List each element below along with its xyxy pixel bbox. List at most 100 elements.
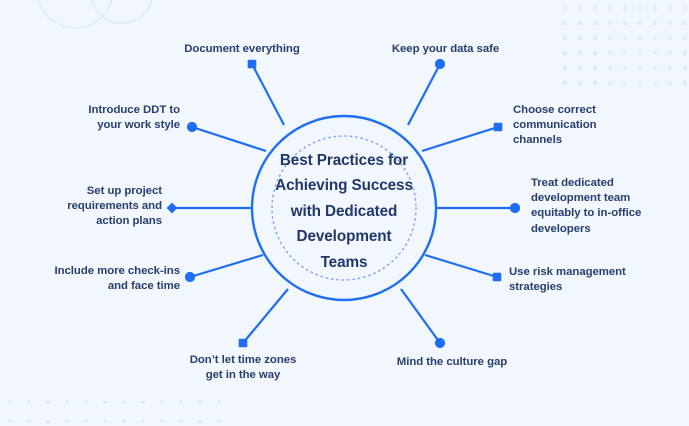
decorative-dot	[46, 419, 50, 423]
spoke-marker-document-everything	[247, 59, 257, 69]
decorative-circles	[37, 0, 153, 29]
decorative-dot	[667, 35, 673, 41]
decorative-dot	[103, 419, 107, 423]
spoke-line-use-risk-management	[424, 253, 498, 279]
decorative-dot	[217, 419, 221, 423]
decorative-dot	[577, 5, 583, 11]
spoke-endpoint-markers	[166, 58, 521, 349]
decorative-dot	[46, 400, 50, 404]
decorative-dot	[682, 35, 688, 41]
spoke-line-document-everything	[251, 63, 285, 126]
decorative-dot	[141, 419, 145, 423]
decorative-dot	[103, 400, 107, 404]
decorative-dot	[652, 80, 658, 86]
decorative-dot	[607, 35, 613, 41]
decorative-dot	[592, 50, 598, 56]
decorative-dot	[592, 65, 598, 71]
decorative-dot	[198, 400, 202, 404]
decorative-dot	[577, 35, 583, 41]
inner-dotted-ring-circle	[271, 135, 417, 281]
decorative-dot	[637, 20, 643, 26]
decorative-dot	[682, 65, 688, 71]
decorative-dot	[607, 5, 613, 11]
decorative-circle-1	[91, 0, 153, 24]
decorative-dot	[607, 65, 613, 71]
decorative-dot	[141, 400, 145, 404]
decorative-dot	[592, 80, 598, 86]
spoke-label-set-up-project-requirements: Set up project requirements and action p…	[67, 185, 162, 228]
decorative-dot	[577, 80, 583, 86]
spoke-marker-introduce-ddt	[186, 121, 198, 133]
decorative-dot	[667, 50, 673, 56]
spoke-line-choose-correct-channels	[421, 125, 499, 153]
decorative-dot	[652, 5, 658, 11]
dot-grid-top-right	[562, 5, 688, 86]
decorative-dot	[652, 50, 658, 56]
center-title: Best Practices for Achieving Success wit…	[275, 152, 413, 271]
outer-ring-circle	[250, 114, 438, 302]
decorative-dot	[160, 400, 164, 404]
spoke-marker-use-risk-management	[492, 272, 502, 282]
decorative-dot	[179, 400, 183, 404]
spoke-marker-dont-let-time-zones	[238, 338, 248, 348]
decorative-dot	[682, 5, 688, 11]
spoke-marker-treat-dedicated-team-equitably	[509, 202, 521, 214]
spoke-label-document-everything: Document everything	[184, 43, 300, 55]
spoke-label-keep-your-data-safe: Keep your data safe	[391, 43, 500, 55]
decorative-dot	[607, 20, 613, 26]
spoke-line-mind-the-culture-gap	[400, 288, 441, 344]
decorative-dot	[667, 65, 673, 71]
decorative-dot	[27, 400, 31, 404]
decorative-dot	[637, 5, 643, 11]
decorative-dot	[622, 65, 628, 71]
decorative-dot	[8, 419, 12, 423]
decorative-dot	[622, 80, 628, 86]
dot-grid-bottom-left	[8, 400, 221, 423]
decorative-dot	[122, 419, 126, 423]
decorative-dot	[577, 20, 583, 26]
decorative-dot	[682, 20, 688, 26]
decorative-dot	[667, 5, 673, 11]
decorative-dot	[84, 400, 88, 404]
decorative-dot	[577, 50, 583, 56]
decorative-dot	[652, 20, 658, 26]
decorative-dot	[607, 50, 613, 56]
decorative-dot	[179, 419, 183, 423]
decorative-dot	[592, 20, 598, 26]
decorative-dot	[562, 35, 568, 41]
decorative-dot	[682, 80, 688, 86]
spoke-label-treat-dedicated-team-equitably: Treat dedicated development team equitab…	[531, 177, 642, 235]
spoke-label-mind-the-culture-gap: Mind the culture gap	[396, 356, 508, 368]
decorative-dot	[622, 35, 628, 41]
spoke-label-use-risk-management: Use risk management strategies	[509, 266, 626, 294]
decorative-dot	[652, 35, 658, 41]
decorative-dot	[607, 80, 613, 86]
decorative-dot	[198, 419, 202, 423]
decorative-dot	[217, 400, 221, 404]
spoke-marker-keep-your-data-safe	[434, 58, 446, 70]
decorative-dot	[27, 419, 31, 423]
decorative-dot	[562, 50, 568, 56]
decorative-dot	[562, 5, 568, 11]
spoke-label-choose-correct-channels: Choose correct communication channels	[513, 104, 597, 147]
decorative-dot	[562, 20, 568, 26]
decorative-dot	[652, 65, 658, 71]
decorative-dot	[637, 35, 643, 41]
decorative-dot	[592, 35, 598, 41]
decorative-dot	[637, 80, 643, 86]
decorative-dot	[622, 20, 628, 26]
decorative-dot	[8, 400, 12, 404]
decorative-dot	[667, 20, 673, 26]
spoke-label-introduce-ddt: Introduce DDT to your work style	[88, 104, 180, 132]
spoke-marker-include-more-check-ins	[184, 271, 196, 283]
spoke-line-include-more-check-ins	[189, 253, 264, 279]
decorative-dot	[637, 50, 643, 56]
spoke-lines	[172, 63, 515, 344]
spoke-label-dont-let-time-zones: Don’t let time zones get in the way	[189, 354, 297, 382]
spoke-marker-choose-correct-channels	[493, 122, 503, 132]
decorative-dot	[637, 65, 643, 71]
decorative-dot	[682, 50, 688, 56]
